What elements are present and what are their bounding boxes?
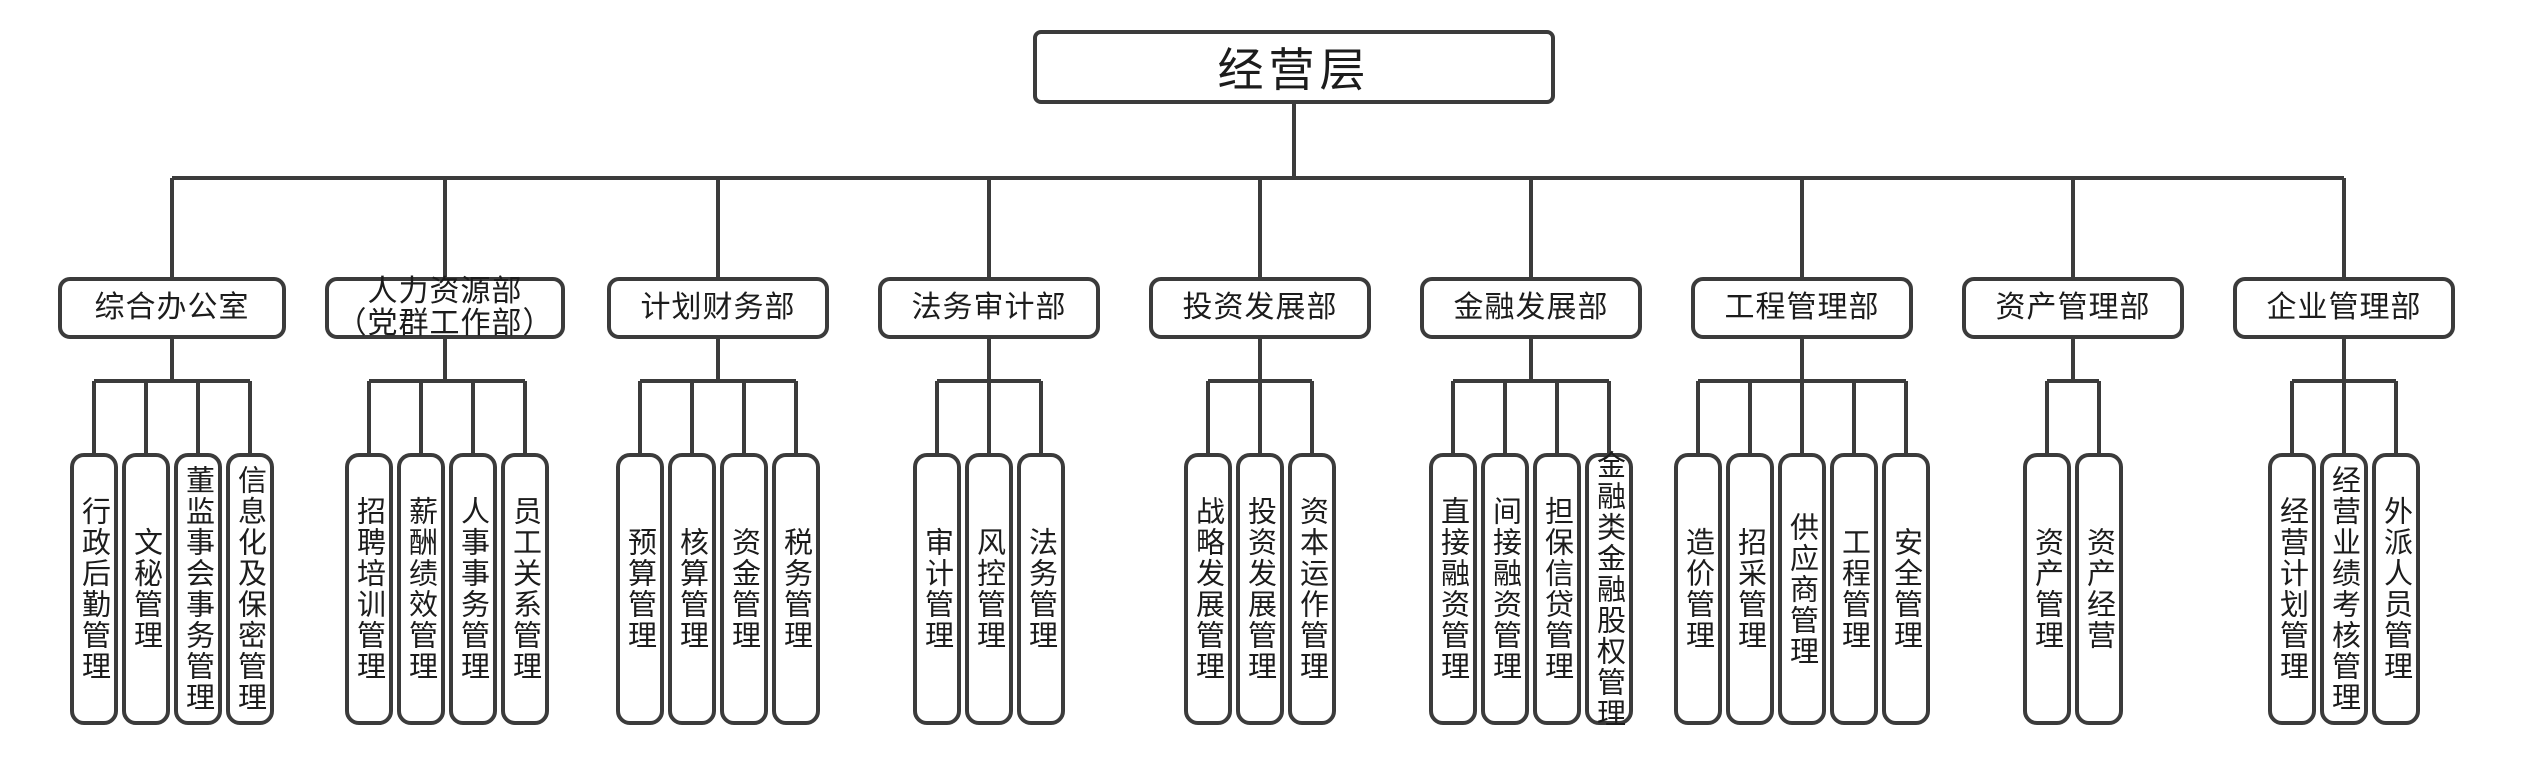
leaf-node-label: 招聘培训管理 xyxy=(352,496,387,682)
leaf-node-3-1[interactable]: 预算管理 xyxy=(616,453,664,725)
department-node-label: 企业管理部 xyxy=(2266,290,2422,326)
department-node-label: 工程管理部 xyxy=(1724,290,1880,326)
leaf-node-7-1[interactable]: 造价管理 xyxy=(1674,453,1722,725)
leaf-node-6-4[interactable]: 金融类金融股权管理 xyxy=(1585,450,1633,729)
leaf-node-label: 间接融资管理 xyxy=(1488,496,1523,682)
department-node-label: 金融发展部 xyxy=(1453,290,1609,326)
department-node-label: 法务审计部 xyxy=(911,290,1067,326)
leaf-node-5-3[interactable]: 资本运作管理 xyxy=(1288,453,1336,725)
leaf-node-label: 文秘管理 xyxy=(129,527,164,651)
leaf-node-label: 金融类金融股权管理 xyxy=(1592,449,1627,729)
department-node-8[interactable]: 资产管理部 xyxy=(1962,277,2184,339)
leaf-node-8-1[interactable]: 资产管理 xyxy=(2023,453,2071,725)
leaf-node-7-4[interactable]: 工程管理 xyxy=(1830,453,1878,725)
department-node-6[interactable]: 金融发展部 xyxy=(1420,277,1642,339)
leaf-node-4-3[interactable]: 法务管理 xyxy=(1017,453,1065,725)
leaf-node-4-2[interactable]: 风控管理 xyxy=(965,453,1013,725)
leaf-node-label: 信息化及保密管理 xyxy=(233,465,268,713)
leaf-node-label: 经营业绩考核管理 xyxy=(2327,465,2362,713)
department-node-7[interactable]: 工程管理部 xyxy=(1691,277,1913,339)
leaf-node-4-1[interactable]: 审计管理 xyxy=(913,453,961,725)
leaf-node-3-4[interactable]: 税务管理 xyxy=(772,453,820,725)
leaf-node-1-4[interactable]: 信息化及保密管理 xyxy=(226,453,274,725)
leaf-node-label: 直接融资管理 xyxy=(1436,496,1471,682)
leaf-node-label: 担保信贷管理 xyxy=(1540,496,1575,682)
leaf-node-label: 资金管理 xyxy=(727,527,762,651)
leaf-node-label: 工程管理 xyxy=(1837,527,1872,651)
leaf-node-label: 董监事会事务管理 xyxy=(181,465,216,713)
department-node-4[interactable]: 法务审计部 xyxy=(878,277,1100,339)
leaf-node-2-1[interactable]: 招聘培训管理 xyxy=(345,453,393,725)
leaf-node-label: 资产管理 xyxy=(2030,527,2065,651)
leaf-node-3-2[interactable]: 核算管理 xyxy=(668,453,716,725)
department-node-9[interactable]: 企业管理部 xyxy=(2233,277,2455,339)
department-node-label: 人力资源部 （党群工作部） xyxy=(336,274,554,341)
leaf-node-9-3[interactable]: 外派人员管理 xyxy=(2372,453,2420,725)
leaf-node-5-2[interactable]: 投资发展管理 xyxy=(1236,453,1284,725)
leaf-node-1-3[interactable]: 董监事会事务管理 xyxy=(174,453,222,725)
leaf-node-label: 核算管理 xyxy=(675,527,710,651)
leaf-node-5-1[interactable]: 战略发展管理 xyxy=(1184,453,1232,725)
leaf-node-label: 薪酬绩效管理 xyxy=(404,496,439,682)
department-node-label: 投资发展部 xyxy=(1182,290,1338,326)
leaf-node-2-2[interactable]: 薪酬绩效管理 xyxy=(397,453,445,725)
root-node-label: 经营层 xyxy=(1217,43,1371,97)
leaf-node-label: 战略发展管理 xyxy=(1191,496,1226,682)
leaf-node-label: 经营计划管理 xyxy=(2275,496,2310,682)
root-node[interactable]: 经营层 xyxy=(1033,30,1555,104)
leaf-node-label: 风控管理 xyxy=(972,527,1007,651)
department-node-1[interactable]: 综合办公室 xyxy=(58,277,286,339)
leaf-node-label: 资本运作管理 xyxy=(1295,496,1330,682)
leaf-node-2-4[interactable]: 员工关系管理 xyxy=(501,453,549,725)
leaf-node-1-1[interactable]: 行政后勤管理 xyxy=(70,453,118,725)
leaf-node-label: 员工关系管理 xyxy=(508,496,543,682)
leaf-node-label: 法务管理 xyxy=(1024,527,1059,651)
leaf-node-label: 行政后勤管理 xyxy=(77,496,112,682)
department-node-3[interactable]: 计划财务部 xyxy=(607,277,829,339)
leaf-node-label: 造价管理 xyxy=(1681,527,1716,651)
leaf-node-6-3[interactable]: 担保信贷管理 xyxy=(1533,453,1581,725)
leaf-node-7-3[interactable]: 供应商管理 xyxy=(1778,453,1826,725)
leaf-node-9-1[interactable]: 经营计划管理 xyxy=(2268,453,2316,725)
leaf-node-label: 投资发展管理 xyxy=(1243,496,1278,682)
leaf-node-label: 供应商管理 xyxy=(1785,511,1820,667)
department-node-label: 综合办公室 xyxy=(94,290,250,326)
leaf-node-6-2[interactable]: 间接融资管理 xyxy=(1481,453,1529,725)
department-node-2[interactable]: 人力资源部 （党群工作部） xyxy=(325,274,565,341)
leaf-node-2-3[interactable]: 人事事务管理 xyxy=(449,453,497,725)
department-node-5[interactable]: 投资发展部 xyxy=(1149,277,1371,339)
leaf-node-1-2[interactable]: 文秘管理 xyxy=(122,453,170,725)
leaf-node-label: 预算管理 xyxy=(623,527,658,651)
department-node-label: 资产管理部 xyxy=(1995,290,2151,326)
leaf-node-8-2[interactable]: 资产经营 xyxy=(2075,453,2123,725)
leaf-node-6-1[interactable]: 直接融资管理 xyxy=(1429,453,1477,725)
leaf-node-label: 安全管理 xyxy=(1889,527,1924,651)
leaf-node-label: 审计管理 xyxy=(920,527,955,651)
leaf-node-7-5[interactable]: 安全管理 xyxy=(1882,453,1930,725)
leaf-node-3-3[interactable]: 资金管理 xyxy=(720,453,768,725)
department-node-label: 计划财务部 xyxy=(640,290,796,326)
leaf-node-label: 人事事务管理 xyxy=(456,496,491,682)
leaf-node-9-2[interactable]: 经营业绩考核管理 xyxy=(2320,453,2368,725)
leaf-node-label: 外派人员管理 xyxy=(2379,496,2414,682)
leaf-node-label: 招采管理 xyxy=(1733,527,1768,651)
leaf-node-label: 税务管理 xyxy=(779,527,814,651)
leaf-node-label: 资产经营 xyxy=(2082,527,2117,651)
leaf-node-7-2[interactable]: 招采管理 xyxy=(1726,453,1774,725)
